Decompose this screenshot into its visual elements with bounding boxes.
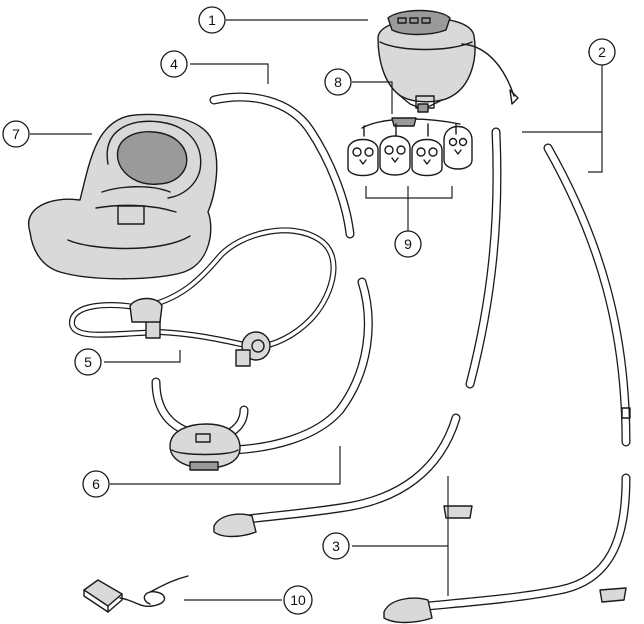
callout-4: 4 — [161, 51, 187, 77]
callout-label-5: 5 — [84, 354, 92, 370]
toy-owl-4 — [444, 127, 472, 170]
toy-owl-3 — [412, 140, 442, 176]
part-base-leg-b — [384, 478, 626, 623]
callout-10: 10 — [284, 586, 312, 614]
callout-8: 8 — [325, 69, 351, 95]
callout-label-10: 10 — [290, 592, 306, 608]
callout-5: 5 — [75, 349, 101, 375]
toy-owl-1 — [348, 140, 378, 176]
part-mobile-toys — [348, 127, 472, 176]
part-seat — [29, 114, 217, 278]
callout-label-6: 6 — [92, 476, 100, 492]
callout-label-2: 2 — [598, 44, 606, 60]
part-u-frame — [156, 282, 368, 470]
part-motor-unit — [378, 11, 518, 113]
part-base-leg-a — [214, 418, 472, 537]
callout-label-3: 3 — [332, 538, 340, 554]
callout-label-9: 9 — [404, 236, 412, 252]
part-long-tube-b — [548, 148, 630, 442]
callout-6: 6 — [83, 471, 109, 497]
part-long-tube-a — [470, 132, 497, 384]
callout-label-8: 8 — [334, 74, 342, 90]
part-curved-tube — [214, 97, 350, 234]
toy-owl-2 — [380, 136, 410, 175]
callout-label-7: 7 — [12, 126, 20, 142]
callout-9: 9 — [395, 231, 421, 257]
part-power-adapter — [84, 576, 188, 612]
callout-1: 1 — [199, 7, 225, 33]
callout-7: 7 — [3, 121, 29, 147]
callout-3: 3 — [323, 533, 349, 559]
callout-2: 2 — [589, 39, 615, 65]
callout-label-1: 1 — [208, 12, 216, 28]
callout-label-4: 4 — [170, 56, 178, 72]
